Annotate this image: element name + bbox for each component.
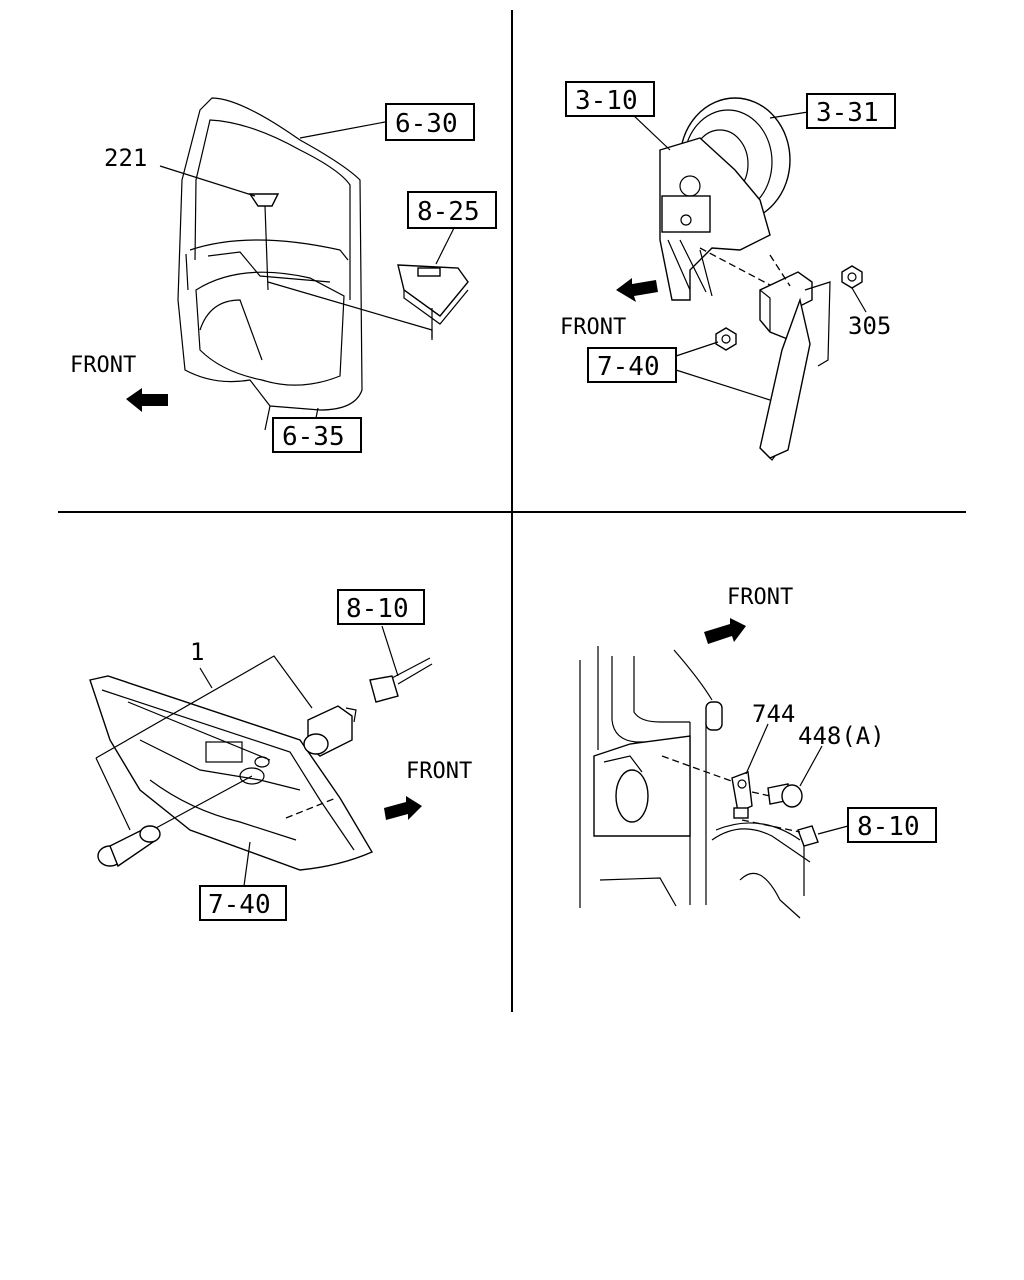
ref-label-6-35: 6-35 [282, 422, 345, 452]
quadrant-door [126, 97, 469, 431]
quadrant-cab-structure [579, 618, 849, 919]
dash-panel [89, 675, 374, 871]
ref-label-8-10-q4: 8-10 [857, 812, 920, 842]
ref-label-6-30: 6-30 [395, 109, 458, 139]
quadrant-booster [616, 97, 867, 461]
front-label-q1: FRONT [70, 353, 136, 378]
cigarette-lighter [97, 825, 161, 868]
power-window-switch [397, 264, 469, 325]
part-number-448a: 448(A) [798, 722, 885, 750]
front-label-q4: FRONT [727, 585, 793, 610]
part-number-1: 1 [190, 638, 204, 666]
part-number-221: 221 [104, 144, 147, 172]
front-arrow-q2 [616, 278, 658, 302]
sensor-744 [731, 771, 753, 819]
ref-label-3-31: 3-31 [816, 98, 879, 128]
ref-label-3-10: 3-10 [575, 86, 638, 116]
door-outline [177, 97, 363, 411]
ref-label-7-40-q2: 7-40 [597, 352, 660, 382]
ref-label-8-10-q3: 8-10 [346, 594, 409, 624]
front-arrow-q3 [384, 796, 422, 820]
front-arrow-q4 [704, 618, 746, 644]
front-label-q2: FRONT [560, 315, 626, 340]
part-number-305: 305 [848, 312, 891, 340]
ref-label-8-25: 8-25 [417, 197, 480, 227]
front-label-q3: FRONT [406, 759, 472, 784]
part-number-744: 744 [752, 700, 795, 728]
quadrant-dash-panel [89, 625, 433, 887]
bolt-448a [767, 783, 803, 808]
part-221-shape [248, 193, 280, 207]
rocker-switch [303, 705, 357, 757]
front-arrow-q1 [126, 388, 168, 412]
ref-label-7-40-q3: 7-40 [208, 890, 271, 920]
